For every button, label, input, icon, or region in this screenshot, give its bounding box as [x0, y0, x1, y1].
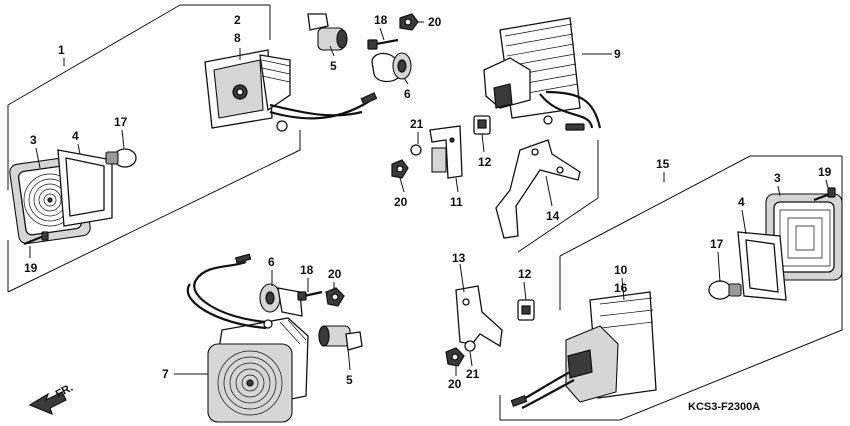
callout-18-bottom: 18 — [300, 263, 314, 277]
washer-21-top — [410, 144, 422, 156]
front-direction-arrow: FR. — [28, 382, 75, 416]
callout-12-top: 12 — [478, 155, 492, 169]
leader-lines — [29, 21, 829, 376]
group-boundaries — [7, 4, 843, 421]
callout-4-left: 4 — [72, 129, 79, 143]
callout-17-right: 17 — [710, 237, 724, 251]
lamp-housing-10-16 — [510, 291, 657, 409]
callout-5-bottom: 5 — [346, 373, 353, 387]
bracket-5-bottom — [318, 325, 363, 351]
bolt-18-bottom — [297, 290, 323, 301]
nut-20-top — [399, 13, 419, 31]
callout-19-left: 19 — [24, 261, 38, 275]
callout-14: 14 — [546, 209, 560, 223]
bracket-13 — [455, 285, 503, 348]
diagram-code: KCS3-F2300A — [688, 401, 760, 413]
callout-7: 7 — [162, 367, 169, 381]
callout-15: 15 — [656, 157, 670, 171]
screw-19-left — [23, 231, 49, 246]
callout-2: 2 — [234, 13, 241, 27]
washer-21-bottom — [464, 340, 476, 352]
callout-6-top: 6 — [404, 87, 411, 101]
gasket-4-left — [57, 149, 113, 227]
callout-9: 9 — [614, 47, 621, 61]
bracket-5-top — [307, 13, 348, 51]
callout-18-top: 18 — [374, 13, 388, 27]
callout-16: 16 — [614, 281, 628, 295]
lamp-lens-3-right — [765, 193, 843, 281]
callout-13: 13 — [452, 251, 466, 265]
callout-3-right: 3 — [774, 171, 781, 185]
callout-17-left: 17 — [114, 115, 128, 129]
bulb-17-right — [708, 280, 742, 300]
callout-21-bottom: 21 — [466, 367, 480, 381]
gasket-4-right — [737, 231, 787, 301]
bolt-18-top — [367, 38, 399, 50]
callout-6-bottom: 6 — [268, 255, 275, 269]
clip-12-top — [473, 115, 491, 135]
callout-20-top: 20 — [428, 15, 442, 29]
callouts: 1 2 8 3 4 17 19 5 18 20 6 9 21 12 20 11 … — [24, 13, 832, 391]
callout-12-bottom: 12 — [518, 267, 532, 281]
bracket-11 — [429, 125, 463, 179]
nut-20-mid — [391, 159, 409, 179]
grommet-6-top — [371, 52, 412, 83]
screw-19-right — [813, 187, 836, 202]
callout-4-right: 4 — [738, 195, 745, 209]
bracket-14 — [495, 139, 581, 239]
callout-8: 8 — [234, 31, 241, 45]
callout-11: 11 — [450, 195, 463, 209]
nut-20-bottom — [445, 347, 465, 367]
direction-label: FR. — [54, 382, 75, 401]
grommet-6-bottom — [259, 283, 303, 317]
lamp-assembly-9 — [483, 17, 602, 131]
callout-19-right: 19 — [818, 165, 832, 179]
callout-20-bottom: 20 — [448, 377, 462, 391]
callout-21-top: 21 — [410, 117, 424, 131]
lamp-assembly-7 — [186, 253, 309, 423]
callout-20-bottom-left: 20 — [328, 267, 342, 281]
callout-5-top: 5 — [330, 59, 337, 73]
lamp-housing-2-8 — [204, 49, 378, 132]
nut-20-bottom-left — [325, 287, 345, 307]
clip-12-bottom — [517, 299, 535, 321]
callout-1: 1 — [58, 43, 65, 57]
callout-3-left: 3 — [30, 133, 37, 147]
callout-10: 10 — [614, 263, 628, 277]
bulb-17-left — [105, 148, 137, 168]
callout-20-mid: 20 — [394, 195, 408, 209]
